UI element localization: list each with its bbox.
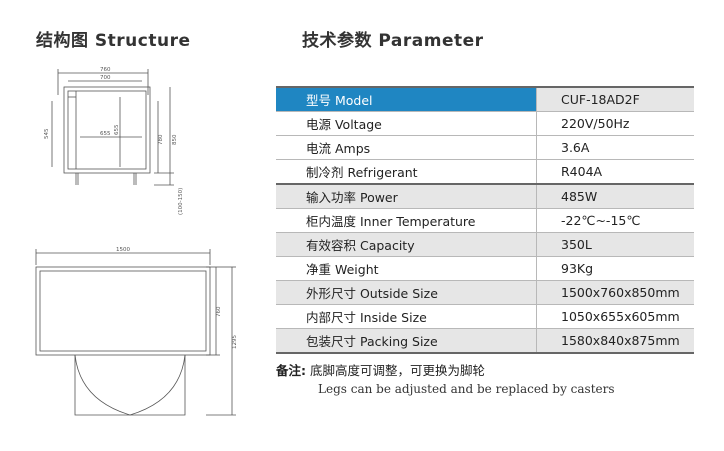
param-label: 输入功率 Power xyxy=(276,184,537,209)
note-zh: 备注: 底脚高度可调整，可更换为脚轮 xyxy=(276,360,485,379)
dim-right-height2: 850 xyxy=(172,134,178,145)
param-value: 93Kg xyxy=(536,256,694,281)
dim-leg-range: (100-150) xyxy=(178,188,184,215)
side-view: 760 700 655 655 545 780 xyxy=(44,67,184,215)
param-value: 220V/50Hz xyxy=(536,111,694,136)
dim-front-height1: 760 xyxy=(216,306,222,317)
note-text-zh: 底脚高度可调整，可更换为脚轮 xyxy=(310,363,486,378)
structure-heading: 结构图 Structure xyxy=(36,31,191,51)
param-label: 有效容积 Capacity xyxy=(276,232,537,257)
param-label: 内部尺寸 Inside Size xyxy=(276,304,537,329)
dim-right-height1: 780 xyxy=(158,134,164,145)
front-view: 1500 760 1295 xyxy=(35,247,238,416)
dim-outer-width: 760 xyxy=(100,67,111,73)
dim-left-height: 545 xyxy=(44,128,50,139)
param-label: 电源 Voltage xyxy=(276,111,537,136)
param-value: 1500x760x850mm xyxy=(536,280,694,305)
param-label: 电流 Amps xyxy=(276,135,537,160)
dim-inner-width: 700 xyxy=(100,75,111,81)
param-label: 柜内温度 Inner Temperature xyxy=(276,208,537,233)
param-label: 型号 Model xyxy=(276,86,537,112)
param-value: 1580x840x875mm xyxy=(536,328,694,354)
dim-inner-height: 655 xyxy=(114,124,120,135)
param-label: 包装尺寸 Packing Size xyxy=(276,328,537,354)
param-value: -22℃~-15℃ xyxy=(536,208,694,233)
table-row: 柜内温度 Inner Temperature-22℃~-15℃ xyxy=(276,208,694,233)
dim-front-height2: 1295 xyxy=(232,335,238,349)
param-value: 3.6A xyxy=(536,135,694,160)
param-value: 485W xyxy=(536,184,694,209)
dim-front-width: 1500 xyxy=(116,247,130,253)
param-value: 350L xyxy=(536,232,694,257)
param-label: 净重 Weight xyxy=(276,256,537,281)
note-text-en: Legs can be adjusted and be replaced by … xyxy=(318,382,615,396)
structure-drawing: 760 700 655 655 545 780 xyxy=(20,55,265,440)
dim-inner-depth: 655 xyxy=(100,131,111,137)
param-value: CUF-18AD2F xyxy=(536,86,694,112)
param-label: 制冷剂 Refrigerant xyxy=(276,159,537,185)
note-label: 备注: xyxy=(276,363,306,378)
param-value: 1050x655x605mm xyxy=(536,304,694,329)
parameter-heading: 技术参数 Parameter xyxy=(302,31,484,51)
param-label: 外形尺寸 Outside Size xyxy=(276,280,537,305)
param-value: R404A xyxy=(536,159,694,185)
